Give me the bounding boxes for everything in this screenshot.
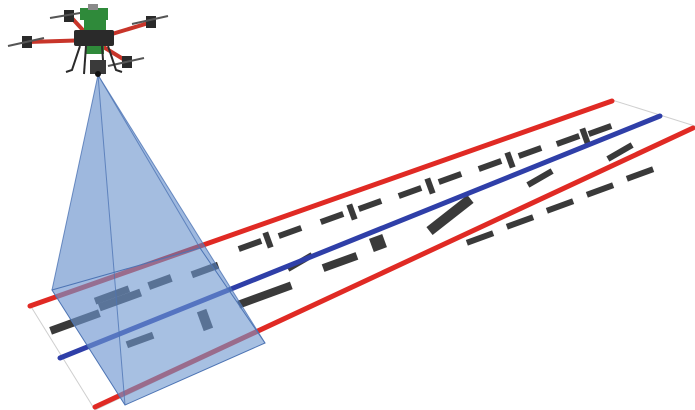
track-marking [262,231,274,249]
track-marking [369,234,387,252]
track-marking [321,252,359,272]
track-marking [526,168,554,188]
bottom-boundary-line [92,125,695,410]
track-marking [93,285,131,305]
track-marking [319,211,345,225]
track-marking [346,203,358,221]
track-marking [397,185,423,199]
frustum-right-face [98,75,265,405]
track-marking [545,198,575,214]
track-marking [579,127,591,145]
track-marking [517,145,543,159]
track-marking [357,198,383,212]
camera-frustum [51,74,266,406]
track [27,98,695,410]
track-marking [424,177,436,195]
track-marking [585,182,615,198]
track-markings [49,123,655,349]
track-marking [196,308,214,332]
track-marking [625,166,655,182]
track-marking [477,158,503,172]
track-marking [147,274,173,290]
track-marking [277,225,303,239]
frustum-top-face [52,75,200,290]
track-marking [465,230,495,246]
track-marking [125,331,155,349]
track-marking [606,142,634,162]
frustum-left-face [52,75,125,405]
drone-board [80,8,108,20]
track-marking [587,123,613,137]
camera-icon [90,60,106,74]
drone-icon [7,4,169,77]
track-marking [555,133,581,147]
track-marking [237,281,293,309]
track-marking [49,309,101,335]
drone-body [74,30,114,46]
track-marking [437,171,463,185]
track-marking [505,214,535,230]
track-marking [97,288,143,312]
track-marking [426,195,474,235]
top-boundary-line [27,98,615,309]
center-line [57,113,663,361]
track-marking [237,238,263,252]
track-marking [504,151,516,169]
